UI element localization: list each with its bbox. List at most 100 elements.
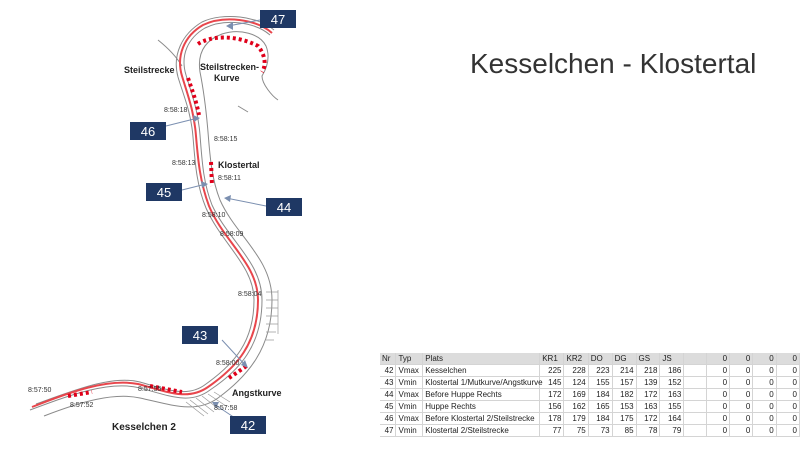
- time-label: 8:57:50: [28, 387, 51, 394]
- time-label: 8:58:09: [220, 231, 243, 238]
- arrow-46: [165, 117, 199, 127]
- table-cell: 0: [752, 364, 777, 377]
- table-cell: 0: [776, 388, 800, 401]
- table-cell: 0: [706, 412, 731, 425]
- table-cell: 184: [588, 388, 613, 401]
- table-cell: 0: [729, 364, 754, 377]
- table-cell: 228: [563, 364, 589, 377]
- table-cell: Huppe Rechts: [422, 400, 541, 413]
- table-cell: 163: [659, 388, 685, 401]
- table-cell: 0: [752, 424, 777, 437]
- table-cell: 163: [636, 400, 661, 413]
- marker-label-43: 43: [193, 328, 207, 343]
- table-cell: 153: [612, 400, 637, 413]
- table-cell: 44: [380, 388, 397, 401]
- header-typ: Typ: [395, 353, 424, 365]
- header-kr1: KR1: [539, 353, 565, 365]
- road-branch-right: [237, 105, 249, 113]
- label-steilstrecken-kurve-2: Kurve: [214, 73, 240, 83]
- table-cell: [683, 388, 707, 401]
- table-cell: Klostertal 2/Steilstrecke: [422, 424, 541, 437]
- arrow-44: [225, 197, 267, 207]
- header-js: JS: [659, 353, 685, 365]
- arrow-47: [227, 19, 261, 27]
- time-label: 8:58:15: [214, 136, 237, 143]
- header-kr2: KR2: [563, 353, 589, 365]
- table-cell: 157: [612, 376, 637, 389]
- marker-label-42: 42: [241, 418, 255, 433]
- arrow-heads: [193, 22, 248, 408]
- table-cell: 164: [659, 412, 685, 425]
- time-label: 8:58:18: [164, 107, 187, 114]
- page-title: Kesselchen - Klostertal: [470, 48, 757, 79]
- table-cell: 0: [776, 400, 800, 413]
- table-cell: 0: [706, 376, 731, 389]
- marker-zones: [67, 35, 267, 398]
- table-cell: 78: [636, 424, 661, 437]
- time-labels: 8:58:18 8:58:15 8:58:13 8:58:11 8:58:10 …: [28, 107, 261, 412]
- table-cell: 169: [563, 388, 589, 401]
- curbs: [185, 290, 279, 417]
- marker-boxes: 47 46 45 44 43 42: [130, 10, 302, 434]
- header-nr: Nr: [380, 353, 397, 365]
- curb-right: [266, 290, 279, 341]
- table-cell: 155: [659, 400, 685, 413]
- table-cell: 0: [752, 376, 777, 389]
- table-cell: [683, 376, 707, 389]
- table-cell: 45: [380, 400, 397, 413]
- table-cell: 155: [588, 376, 613, 389]
- table-cell: 225: [539, 364, 565, 377]
- table-cell: Before Huppe Rechts: [422, 388, 541, 401]
- table-cell: Vmin: [395, 400, 424, 413]
- table-cell: 46: [380, 412, 397, 425]
- time-label: 8:58:11: [218, 175, 241, 182]
- marker-box-43: [182, 326, 218, 344]
- header-gs: GS: [636, 353, 661, 365]
- zone-42-left: [67, 390, 93, 398]
- table-cell: 165: [588, 400, 613, 413]
- table-cell: 186: [659, 364, 685, 377]
- road-border-left: [29, 21, 271, 411]
- label-kesselchen2: Kesselchen 2: [112, 422, 176, 433]
- table-cell: Before Klostertal 2/Steilstrecke: [422, 412, 541, 425]
- table-cell: 0: [706, 400, 731, 413]
- arrowhead-45: [201, 181, 208, 188]
- table-cell: 47: [380, 424, 397, 437]
- place-labels: Steilstrecke Steilstrecken- Kurve Kloste…: [112, 62, 282, 433]
- table-cell: Klostertal 1/Mutkurve/Angstkurve: [422, 376, 543, 389]
- arrow-43: [221, 339, 247, 367]
- table-cell: 139: [636, 376, 661, 389]
- road-border-right: [35, 16, 275, 405]
- header-plats: Plats: [422, 353, 541, 365]
- table-cell: 0: [776, 364, 800, 377]
- table-cell: 77: [539, 424, 565, 437]
- header-do: DO: [588, 353, 613, 365]
- header-extra-4: 0: [776, 353, 800, 365]
- time-label: 8:58:00: [216, 360, 239, 367]
- time-label: 8:57:52: [70, 402, 93, 409]
- table-cell: Kesselchen: [422, 364, 541, 377]
- label-steilstrecke: Steilstrecke: [124, 65, 175, 75]
- road-borders: [29, 16, 279, 417]
- table-cell: 172: [636, 388, 661, 401]
- table-cell: 0: [752, 400, 777, 413]
- table-cell: 152: [659, 376, 685, 389]
- zone-45: [209, 161, 214, 187]
- table-cell: 223: [588, 364, 613, 377]
- header-extra-3: 0: [752, 353, 777, 365]
- table-cell: 175: [612, 412, 637, 425]
- table-cell: [683, 364, 707, 377]
- table-cell: 218: [636, 364, 661, 377]
- table-cell: 214: [612, 364, 637, 377]
- time-label: 8:58:10: [202, 212, 225, 219]
- arrowhead-47: [226, 22, 233, 30]
- header-blank: [683, 353, 707, 365]
- table-cell: 79: [659, 424, 685, 437]
- table-cell: 145: [539, 376, 565, 389]
- time-label: 8:58:04: [238, 291, 261, 298]
- table-cell: Vmin: [395, 376, 424, 389]
- table-cell: 184: [588, 412, 613, 425]
